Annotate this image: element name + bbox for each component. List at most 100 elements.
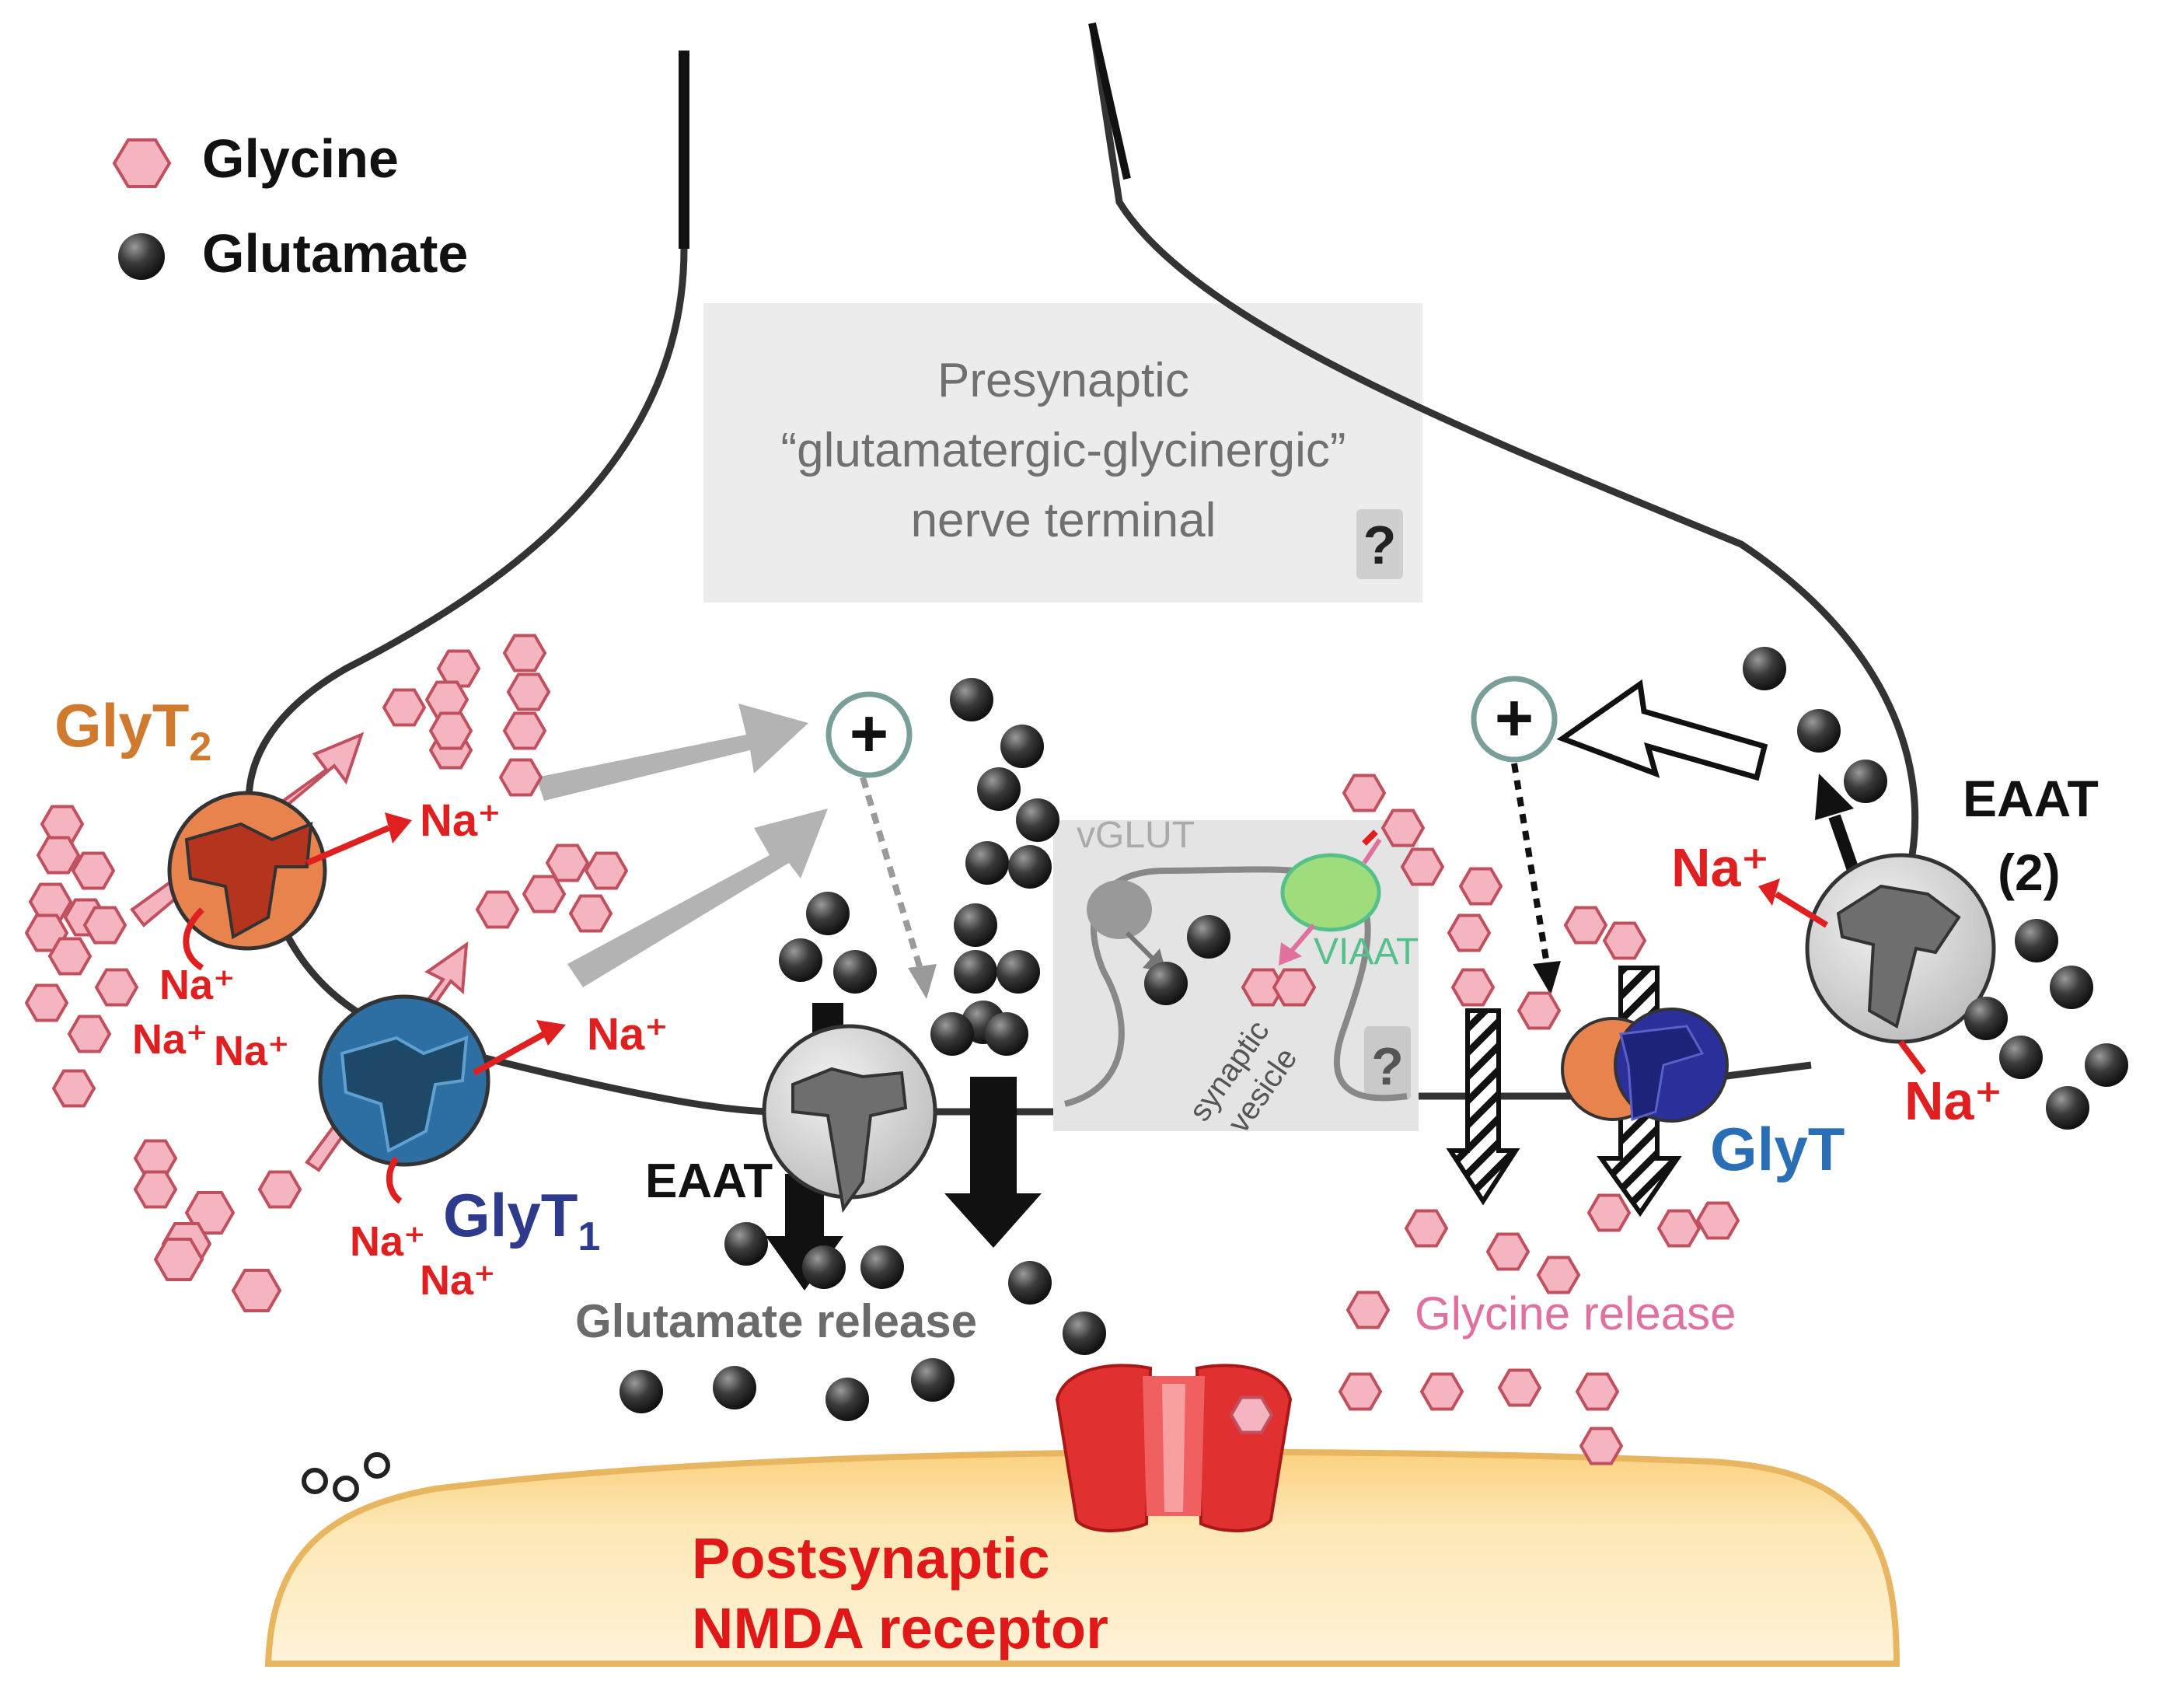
small-molecule-2 <box>333 1476 359 1502</box>
white-arrow-eaat2 <box>1556 679 1768 781</box>
eaat2-transporter <box>1805 853 1996 1044</box>
glutamate-molecule <box>1000 725 1044 768</box>
glutamate-molecule <box>1063 1312 1106 1355</box>
glycine-molecule <box>382 688 427 727</box>
presynaptic-title-line2: “glutamatergic-glycinergic” <box>780 424 1346 477</box>
na-label-eaat2-out: Na⁺ <box>1671 837 1769 898</box>
postsynaptic-label-line1: Postsynaptic <box>692 1526 1050 1591</box>
glutamate-molecules <box>620 647 2128 1421</box>
glycine-molecule <box>584 851 629 890</box>
legend-glycine-icon <box>112 138 172 188</box>
glutamate-molecule <box>620 1370 663 1413</box>
glycine-molecule <box>436 649 481 688</box>
glycine-molecule <box>1458 867 1503 906</box>
eaat-center-transporter <box>762 1024 937 1214</box>
nmda-receptor <box>1055 1364 1293 1532</box>
glycine-molecule <box>1380 809 1426 847</box>
glutamate-molecule <box>713 1366 756 1409</box>
glutamate-molecule <box>806 892 850 935</box>
glutamate-molecule <box>954 950 997 994</box>
sodium-arrows <box>183 825 1927 1204</box>
glycine-molecule <box>47 937 92 976</box>
na-label-glyt1-out: Na⁺ <box>587 1009 668 1060</box>
glycine-molecule <box>498 758 543 797</box>
glycine-molecule <box>1404 1209 1449 1248</box>
vglut-arrow <box>1125 931 1157 962</box>
glycine-molecule <box>1536 1256 1581 1294</box>
glyt2-label: GlyT2 <box>54 691 211 770</box>
glycine-molecule <box>1695 1201 1740 1240</box>
glutamate-molecule <box>977 767 1021 811</box>
glutamate-molecule <box>1743 647 1786 690</box>
small-molecule-3 <box>364 1452 390 1479</box>
glutamate-molecule <box>833 950 877 994</box>
glutamate-molecule <box>2015 919 2058 962</box>
glycine-molecule <box>1602 921 1647 960</box>
presynaptic-title-line3: nerve terminal <box>911 494 1216 547</box>
glutamate-molecule <box>985 1012 1028 1056</box>
glycine-molecule <box>231 1269 282 1312</box>
glutamate-molecule <box>2046 1086 2089 1130</box>
viaat-label: VIAAT <box>1314 931 1419 973</box>
plus-sign-right: + <box>1495 681 1534 756</box>
vesicle-question-mark: ? <box>1371 1037 1404 1096</box>
glycine-molecule <box>545 844 590 882</box>
vglut-transporter <box>1087 880 1152 939</box>
glycine-molecule <box>1272 968 1317 1007</box>
plus-sign-left: + <box>850 697 888 771</box>
viaat-arrowhead <box>1279 942 1302 966</box>
glycine-molecule <box>568 894 613 933</box>
axon-right-thick <box>1088 22 1131 180</box>
na-label-glyt2-in-1: Na⁺ <box>159 962 236 1008</box>
glycine-molecule <box>24 983 69 1022</box>
glutamate-release-arrow-2 <box>944 1077 1042 1248</box>
legend-glutamate-label: Glutamate <box>202 223 468 284</box>
glycine-molecule <box>1400 847 1445 886</box>
glutamate-molecule <box>1999 1036 2043 1079</box>
glutamate-molecule <box>825 1378 869 1421</box>
presynaptic-label-box <box>703 303 1422 603</box>
na-label-glyt2-in-2: Na⁺ <box>132 1016 208 1063</box>
viaat-transporter <box>1280 853 1381 932</box>
glycine-molecules <box>24 634 1740 1465</box>
glutamate-molecule <box>1964 997 2008 1040</box>
na-label-glyt2-in-3: Na⁺ <box>214 1028 290 1074</box>
glycine-molecule <box>1346 1291 1391 1329</box>
na-label-glyt1-in-2: Na⁺ <box>420 1257 496 1304</box>
postsynaptic-label-line2: NMDA receptor <box>692 1596 1108 1661</box>
glycine-molecule <box>1342 774 1387 812</box>
synaptic-vesicle-membrane <box>1064 866 1408 1107</box>
grey-arrow-glyt1 <box>567 809 828 987</box>
glutamate-molecule <box>1844 760 1887 803</box>
glutamate-molecule <box>1144 962 1188 1005</box>
glycine-molecule <box>1241 968 1286 1007</box>
glycine-molecule <box>1450 968 1496 1007</box>
glycine-molecule <box>67 1015 112 1053</box>
glutamate-molecule <box>2085 1043 2128 1087</box>
na-label-glyt1-in-1: Na⁺ <box>350 1218 426 1265</box>
vglut-label: vGLUT <box>1077 815 1195 856</box>
dotted-arrowhead-right <box>1533 961 1561 995</box>
glycine-molecule <box>1563 906 1608 945</box>
glutamate-molecule <box>930 1012 974 1056</box>
glutamate-molecule <box>1187 915 1230 959</box>
glycine-molecule <box>428 711 473 750</box>
glutamate-molecule <box>802 1245 846 1289</box>
glutamate-molecule <box>950 678 993 721</box>
glycine-molecule <box>1579 1427 1624 1465</box>
glycine-molecule <box>1497 1368 1542 1407</box>
viaat-arrow-top <box>1362 838 1382 864</box>
glycine-molecule <box>257 1170 302 1209</box>
viaat-arrow-bottom <box>1288 924 1316 954</box>
glycine-molecule <box>133 1170 178 1209</box>
glycine-molecule <box>1586 1193 1632 1232</box>
glutamate-molecule <box>1797 709 1841 753</box>
glycine-molecule <box>475 890 520 929</box>
glutamate-molecule <box>724 1222 768 1266</box>
eaat-center-label: EAAT <box>645 1154 773 1208</box>
glyt1-transporter <box>318 994 490 1167</box>
presynaptic-title-line1: Presynaptic <box>937 354 1189 407</box>
glycine-molecule <box>94 968 139 1007</box>
na-arrowhead-glyt2 <box>385 812 412 844</box>
glycine-molecule <box>1517 991 1562 1030</box>
